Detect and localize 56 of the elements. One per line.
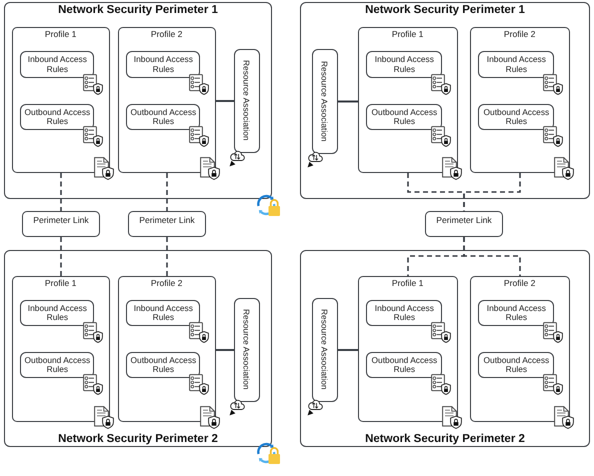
profile-title: Profile 2 <box>504 29 536 40</box>
rules-label: Inbound Access Rules <box>132 304 194 323</box>
perimeter-title: Network Security Perimeter 2 <box>58 433 218 446</box>
perimeter-title: Network Security Perimeter 2 <box>365 433 525 446</box>
connector-line <box>338 349 358 351</box>
rules-label: Outbound Access Rules <box>24 108 92 127</box>
perimeter-container <box>300 250 590 447</box>
perimeter-container <box>4 2 272 199</box>
rules-label: Inbound Access Rules <box>132 55 194 74</box>
link-label: Perimeter Link <box>139 215 195 225</box>
perimeter-title: Network Security Perimeter 1 <box>58 4 218 17</box>
profile-title: Profile 2 <box>150 29 182 40</box>
association-label: Resource Association <box>320 309 330 390</box>
rules-label: Inbound Access Rules <box>26 304 88 323</box>
rules-label: Outbound Access Rules <box>370 356 438 375</box>
association-label: Resource Association <box>242 309 252 390</box>
rules-label: Inbound Access Rules <box>486 55 547 74</box>
profile-title: Profile 2 <box>504 278 536 288</box>
dashed-connector <box>166 237 168 276</box>
dashed-connector <box>60 173 62 211</box>
profile-title: Profile 2 <box>150 278 182 288</box>
connector-line <box>216 349 234 351</box>
association-box <box>312 298 338 402</box>
profile-title: Profile 1 <box>392 278 424 288</box>
link-box <box>425 211 503 237</box>
dashed-connector <box>463 173 521 211</box>
rules-label: Outbound Access Rules <box>482 108 550 127</box>
association-box <box>312 48 338 154</box>
rules-label: Outbound Access Rules <box>370 108 438 127</box>
perimeter-title: Network Security Perimeter 1 <box>365 4 525 17</box>
rules-label: Outbound Access Rules <box>130 356 198 375</box>
rules-label: Inbound Access Rules <box>26 55 88 74</box>
rules-label: Outbound Access Rules <box>130 108 198 127</box>
profile-title: Profile 1 <box>44 278 76 288</box>
connector-line <box>216 100 234 102</box>
link-label: Perimeter Link <box>33 215 89 225</box>
association-label: Resource Association <box>242 60 252 141</box>
rules-label: Outbound Access Rules <box>24 356 92 375</box>
dashed-connector <box>166 173 168 211</box>
link-label: Perimeter Link <box>436 215 492 225</box>
dashed-connector <box>463 237 521 276</box>
dashed-connector <box>60 237 62 276</box>
rules-label: Outbound Access Rules <box>482 356 550 375</box>
perimeter-container <box>300 2 590 199</box>
perimeter-container <box>4 250 272 447</box>
association-box <box>234 48 260 153</box>
association-label: Resource Association <box>320 60 330 142</box>
link-box <box>128 211 206 237</box>
profile-title: Profile 1 <box>44 29 76 40</box>
profile-title: Profile 1 <box>392 29 424 40</box>
rules-label: Inbound Access Rules <box>486 304 547 323</box>
association-box <box>234 298 260 402</box>
rules-label: Inbound Access Rules <box>374 55 435 74</box>
link-box <box>22 211 100 237</box>
rules-label: Inbound Access Rules <box>374 304 435 323</box>
connector-line <box>338 100 358 102</box>
